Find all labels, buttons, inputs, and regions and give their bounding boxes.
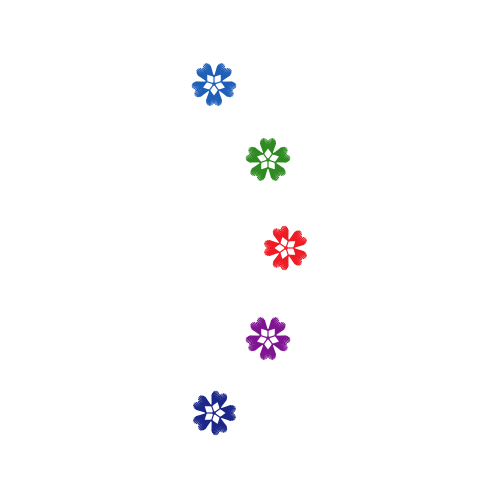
flower-icon (245, 317, 291, 360)
flower-icon (264, 225, 307, 271)
flower-icon (191, 63, 237, 106)
flower-icon (245, 138, 291, 181)
flower-icon (193, 390, 236, 436)
